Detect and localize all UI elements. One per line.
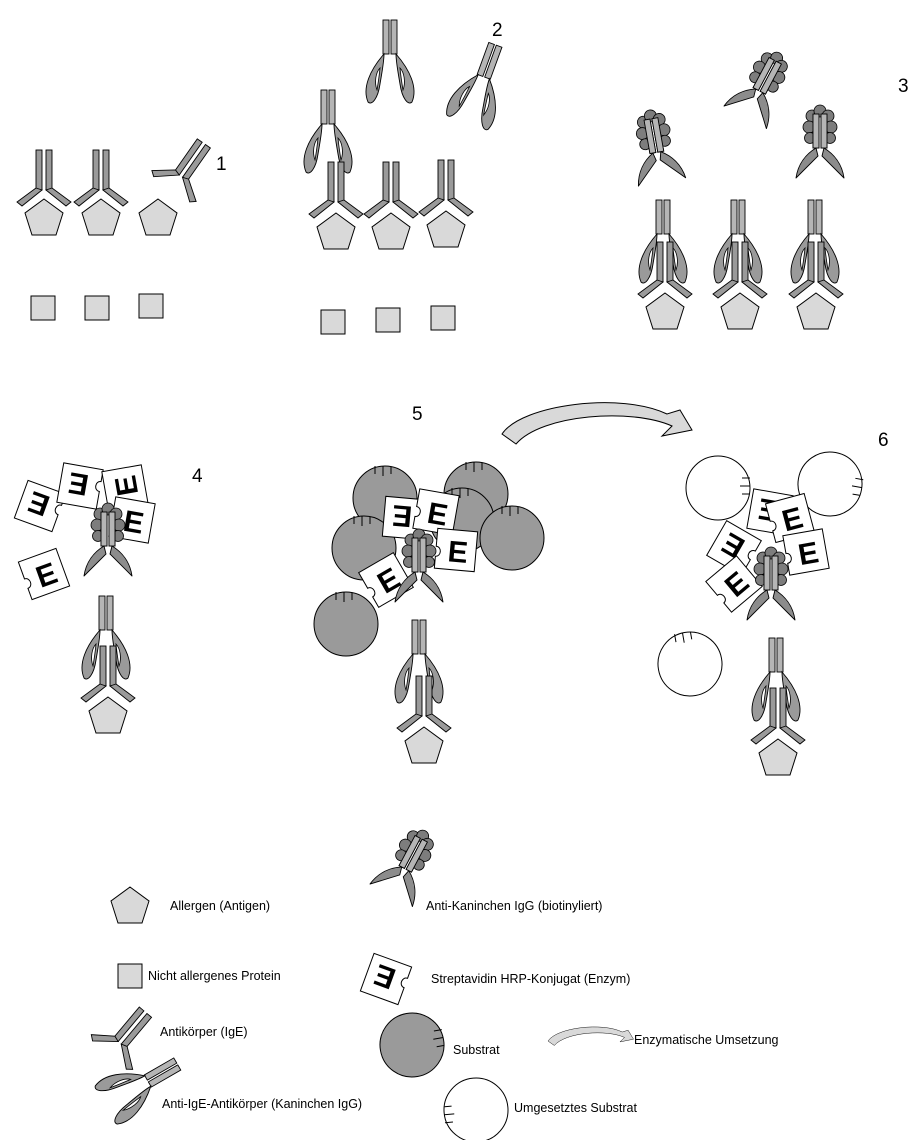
nonallergen-protein bbox=[31, 296, 55, 320]
allergen-pentagon bbox=[372, 213, 410, 249]
ige-antibody bbox=[17, 150, 71, 206]
step-number-6: 6 bbox=[878, 430, 889, 451]
legend-substrate-icon bbox=[375, 1008, 449, 1082]
substrate bbox=[314, 592, 378, 656]
biotinylated-igg bbox=[626, 106, 686, 186]
converted-substrate bbox=[686, 456, 750, 520]
legend-nonallergen-icon bbox=[118, 964, 142, 988]
ige-antibody-free bbox=[150, 128, 226, 205]
panel-2 bbox=[304, 20, 518, 334]
allergen-pentagon bbox=[82, 199, 120, 235]
legend-umgesetzt-label: Umgesetztes Substrat bbox=[514, 1101, 637, 1115]
step-number-2: 2 bbox=[492, 20, 503, 41]
legend-converted-icon bbox=[441, 1075, 510, 1140]
step-number-5: 5 bbox=[412, 404, 423, 425]
converted-substrate bbox=[653, 627, 727, 701]
allergen-pentagon bbox=[797, 293, 835, 329]
nonallergen-protein bbox=[431, 306, 455, 330]
legend-substrate-label: Substrat bbox=[453, 1043, 500, 1057]
panel-6: E E E E E bbox=[653, 447, 867, 775]
biotinylated-igg-free bbox=[724, 42, 801, 129]
panel-3 bbox=[626, 42, 844, 329]
ige-antibody bbox=[419, 160, 473, 216]
legend-strep-label: Streptavidin HRP-Konjugat (Enzym) bbox=[431, 972, 630, 986]
allergen-pentagon bbox=[759, 739, 797, 775]
legend-arrow-icon bbox=[548, 1027, 634, 1046]
legend-allergen-icon bbox=[111, 887, 149, 923]
allergen-pentagon bbox=[646, 293, 684, 329]
panel-5: E E E E bbox=[314, 462, 544, 763]
enzyme-letter: E bbox=[446, 535, 469, 570]
ige-antibody bbox=[309, 162, 363, 218]
legend-nonallergen-label: Nicht allergenes Protein bbox=[148, 969, 281, 983]
legend-antiige-label: Anti-IgE-Antikörper (Kaninchen IgG) bbox=[162, 1097, 362, 1111]
allergen-pentagon bbox=[139, 199, 177, 235]
substrate bbox=[480, 506, 544, 570]
step-number-1: 1 bbox=[216, 154, 227, 175]
allergen-pentagon bbox=[721, 293, 759, 329]
nonallergen-protein bbox=[321, 310, 345, 334]
legend-allergen-label: Allergen (Antigen) bbox=[170, 899, 270, 913]
legend-ige-icon bbox=[89, 995, 166, 1073]
legend-antiige-icon bbox=[93, 1043, 189, 1126]
allergen-pentagon bbox=[317, 213, 355, 249]
anti-ige-antibody-free bbox=[444, 37, 518, 131]
ige-antibody bbox=[364, 162, 418, 218]
ige-antibody bbox=[74, 150, 128, 206]
allergen-pentagon bbox=[89, 697, 127, 733]
nonallergen-protein bbox=[139, 294, 163, 318]
allergen-pentagon bbox=[25, 199, 63, 235]
allergen-pentagon bbox=[427, 211, 465, 247]
biotinylated-igg bbox=[796, 105, 844, 178]
anti-ige-antibody bbox=[791, 200, 839, 283]
legend-enzymatisch-label: Enzymatische Umsetzung bbox=[634, 1033, 779, 1047]
legend-ige-label: Antikörper (IgE) bbox=[160, 1025, 248, 1039]
allergen-pentagon bbox=[405, 727, 443, 763]
legend-biotin-label: Anti-Kaninchen IgG (biotinyliert) bbox=[426, 899, 602, 913]
anti-ige-antibody bbox=[304, 90, 352, 173]
enzyme-letter: E bbox=[391, 498, 414, 533]
curved-arrow-icon bbox=[502, 403, 692, 444]
panel-4: E E E E E bbox=[14, 463, 155, 733]
step-number-4: 4 bbox=[192, 466, 203, 487]
panel-1 bbox=[17, 128, 226, 320]
legend: Allergen (Antigen) Nicht allergenes Prot… bbox=[89, 820, 779, 1140]
step-number-3: 3 bbox=[898, 76, 909, 97]
nonallergen-protein bbox=[376, 308, 400, 332]
legend-biotin-icon bbox=[370, 820, 447, 907]
anti-ige-antibody-free bbox=[366, 20, 414, 103]
nonallergen-protein bbox=[85, 296, 109, 320]
